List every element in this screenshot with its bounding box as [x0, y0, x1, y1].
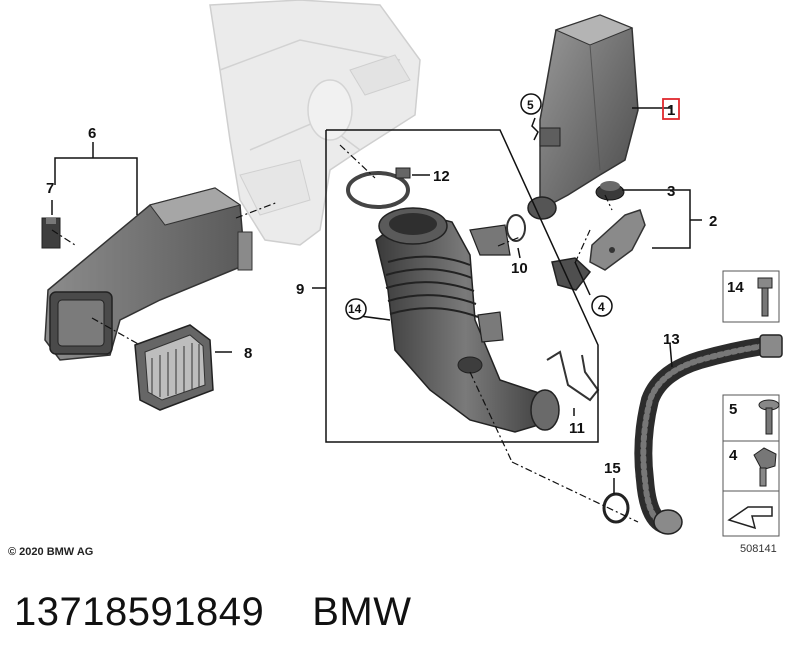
label-part-8[interactable]: 8 [244, 345, 252, 362]
legend-screw-4[interactable]: 4 [722, 440, 780, 492]
part-number: 13718591849 [14, 590, 265, 634]
label-part-3[interactable]: 3 [667, 183, 675, 200]
label-part-14[interactable]: 14 [348, 302, 362, 316]
part-1-highlight [662, 98, 680, 120]
reference-number: 508141 [740, 543, 777, 555]
label-part-7[interactable]: 7 [46, 180, 54, 197]
resonator-part-1[interactable] [527, 14, 639, 220]
brand-name: BMW [312, 590, 412, 634]
grommet-part-3[interactable] [595, 181, 625, 201]
direction-arrow-icon [727, 506, 773, 530]
label-part-1[interactable]: 1 [667, 102, 675, 119]
group-frame-part-9 [325, 129, 599, 443]
clip-part-7[interactable] [41, 217, 61, 249]
label-part-13[interactable]: 13 [663, 331, 680, 348]
label-part-4[interactable]: 4 [598, 300, 605, 314]
copyright-text: © 2020 BMW AG [8, 546, 93, 558]
legend-label-5: 5 [729, 401, 737, 418]
wire-clip-part-11[interactable] [546, 350, 600, 402]
legend-screw-14[interactable]: 14 [722, 270, 780, 323]
label-part-9[interactable]: 9 [296, 281, 304, 298]
label-part-5[interactable]: 5 [527, 98, 534, 112]
legend-label-14: 14 [727, 279, 744, 296]
label-part-2[interactable]: 2 [709, 213, 717, 230]
part-caption: 13718591849 BMW [14, 590, 411, 635]
air-filter-housing-ghost [209, 0, 421, 246]
grille-part-8[interactable] [134, 324, 214, 411]
bracket-part-2[interactable] [589, 209, 646, 271]
legend-arrow-panel[interactable] [722, 490, 780, 537]
label-part-10[interactable]: 10 [511, 260, 528, 277]
intake-duct-part-6[interactable] [44, 187, 253, 361]
callout-circles [345, 93, 613, 320]
label-part-11[interactable]: 11 [569, 420, 585, 437]
legend-label-4: 4 [729, 447, 738, 464]
intake-hose-part-9[interactable] [375, 207, 560, 433]
vent-hose-part-13[interactable] [634, 334, 783, 535]
hose-clamp-part-12[interactable] [346, 167, 411, 209]
label-part-15[interactable]: 15 [604, 460, 621, 477]
label-part-6[interactable]: 6 [88, 125, 96, 142]
leader-lines [51, 107, 702, 494]
assembly-lines [51, 144, 639, 523]
o-ring-part-10[interactable] [506, 214, 526, 242]
seal-ring-part-15[interactable] [602, 492, 630, 524]
legend-screw-5[interactable]: 5 [722, 394, 780, 442]
label-part-12[interactable]: 12 [433, 168, 450, 185]
